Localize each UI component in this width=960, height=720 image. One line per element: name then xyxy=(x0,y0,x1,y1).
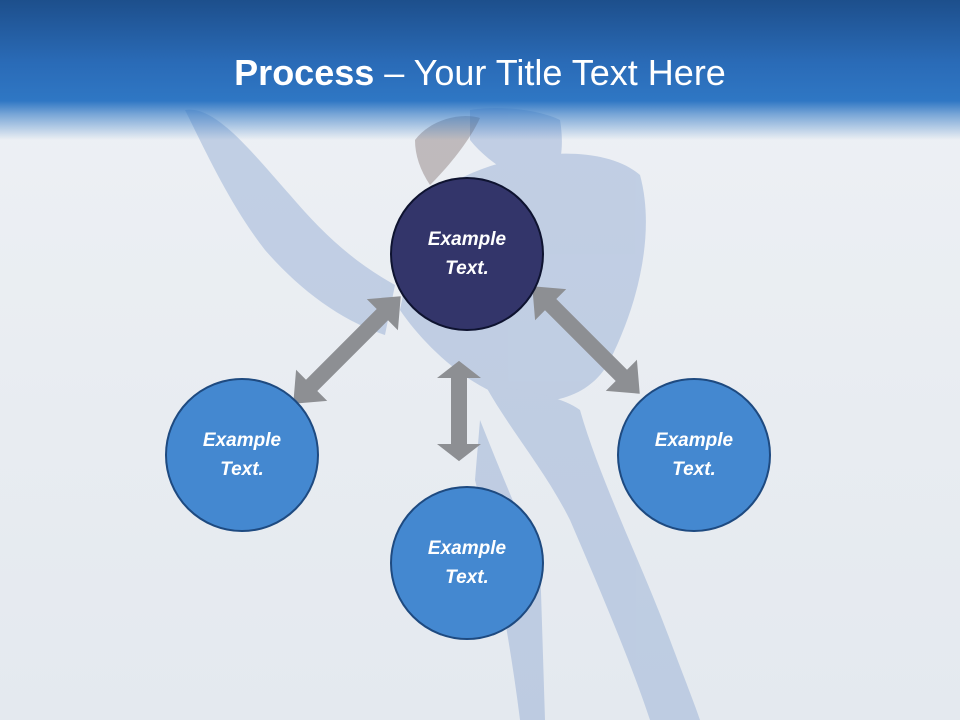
left-node: Example Text. xyxy=(165,378,319,532)
slide-title: Process – Your Title Text Here xyxy=(0,52,960,94)
right-node-text: Example Text. xyxy=(654,430,734,480)
title-rest: Your Title Text Here xyxy=(413,52,726,93)
title-separator: – xyxy=(374,52,414,93)
title-bar: Process – Your Title Text Here xyxy=(0,0,960,140)
left-node-text: Example Text. xyxy=(202,430,282,480)
center-node-text: Example Text. xyxy=(427,229,507,279)
double-arrow-up-left xyxy=(277,280,417,420)
title-strong: Process xyxy=(234,52,375,93)
bottom-node: Example Text. xyxy=(390,486,544,640)
bottom-node-text: Example Text. xyxy=(427,538,507,588)
double-arrow-vertical xyxy=(437,360,481,462)
right-node: Example Text. xyxy=(617,378,771,532)
double-arrow-up-right xyxy=(516,270,656,410)
center-node: Example Text. xyxy=(390,177,544,331)
